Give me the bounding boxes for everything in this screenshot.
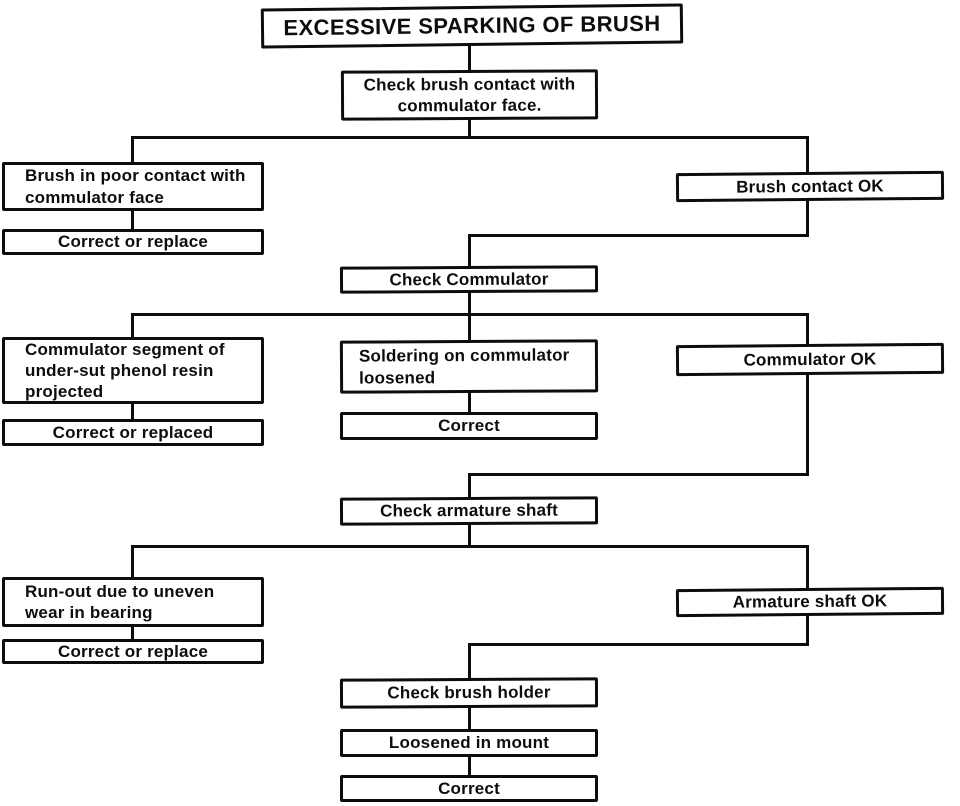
connector-line bbox=[468, 45, 471, 72]
flow-node-armature-shaft-ok: Armature shaft OK bbox=[675, 586, 945, 618]
flow-node-correct-mid: Correct bbox=[340, 412, 598, 440]
flow-node-commulator-segment: Commulator segment of under-sut phenol r… bbox=[2, 337, 264, 404]
flow-node-soldering-loosened: Soldering on commulator loosened bbox=[339, 339, 599, 394]
flow-node-correct-or-replace-1: Correct or replace bbox=[2, 229, 264, 255]
flow-node-check-brush-contact: Check brush contact with commulator face… bbox=[340, 69, 599, 121]
flow-node-check-armature-shaft: Check armature shaft bbox=[339, 496, 599, 526]
flow-node-check-brush-holder: Check brush holder bbox=[339, 677, 599, 709]
connector-line bbox=[468, 119, 471, 139]
connector-line bbox=[468, 643, 471, 777]
flow-node-brush-contact-ok: Brush contact OK bbox=[675, 170, 945, 203]
connector-line bbox=[131, 404, 134, 421]
flow-node-brush-poor-contact: Brush in poor contact with commulator fa… bbox=[2, 162, 264, 211]
flow-node-commulator-ok: Commulator OK bbox=[675, 342, 945, 377]
flow-node-title: EXCESSIVE SPARKING OF BRUSH bbox=[260, 3, 684, 49]
connector-line bbox=[468, 234, 809, 237]
connector-line bbox=[131, 627, 134, 641]
connector-line bbox=[806, 313, 809, 476]
connector-line bbox=[131, 545, 134, 579]
connector-line bbox=[468, 643, 809, 646]
flow-node-correct-bottom: Correct bbox=[340, 775, 598, 802]
flow-node-runout-bearing: Run-out due to uneven wear in bearing bbox=[2, 577, 264, 627]
connector-line bbox=[468, 473, 809, 476]
connector-line bbox=[131, 136, 134, 165]
connector-line bbox=[131, 313, 134, 340]
flow-node-loosened-in-mount: Loosened in mount bbox=[340, 729, 598, 757]
flow-node-check-commulator: Check Commulator bbox=[339, 265, 599, 294]
connector-line bbox=[131, 211, 134, 231]
flow-node-correct-or-replace-2: Correct or replace bbox=[2, 639, 264, 664]
flow-node-correct-or-replaced: Correct or replaced bbox=[2, 419, 264, 446]
